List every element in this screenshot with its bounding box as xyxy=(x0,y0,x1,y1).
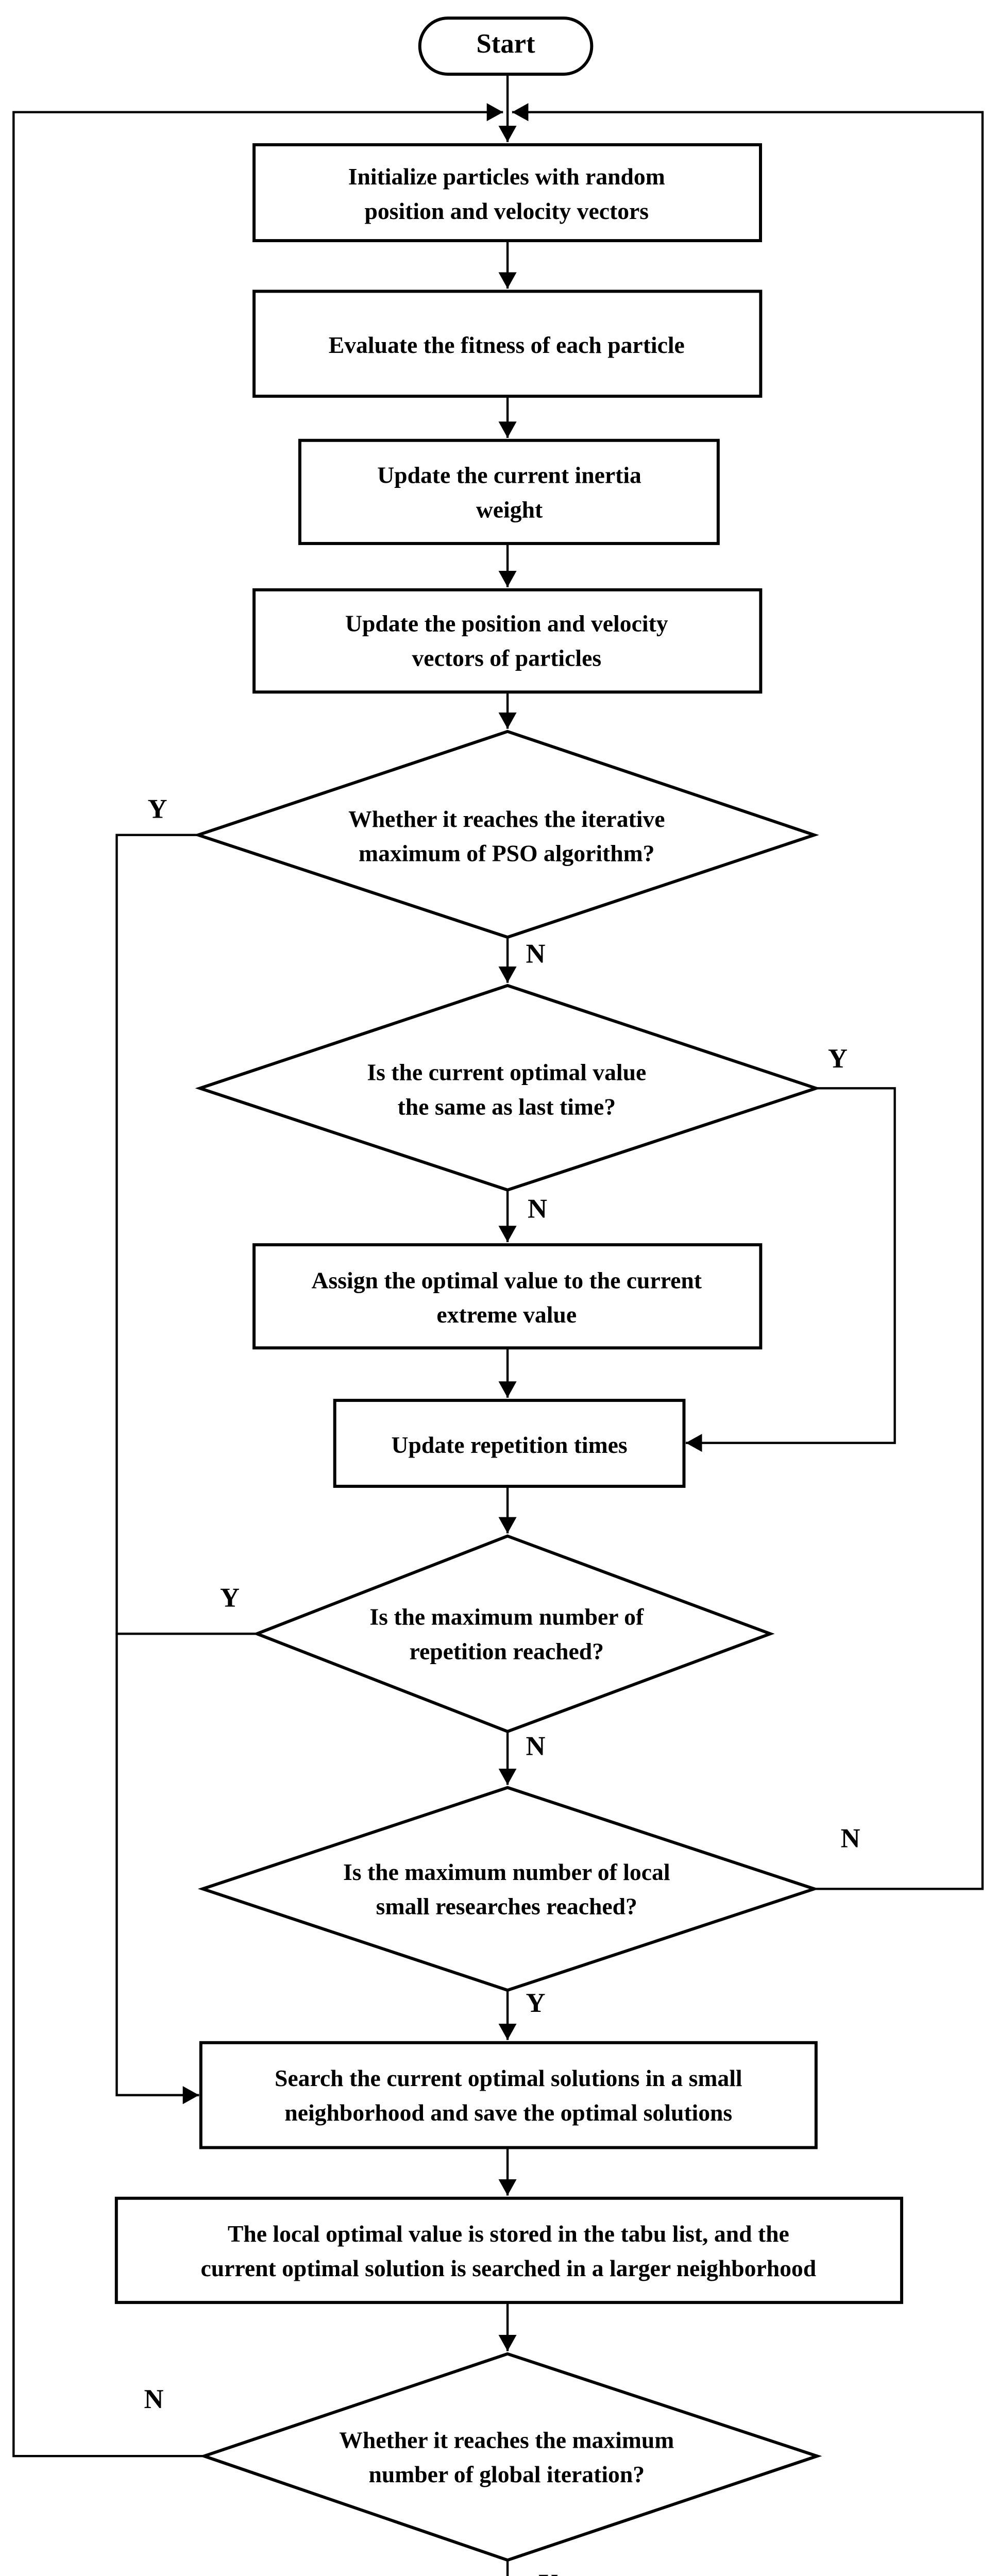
samevalue-label: Is the current optimal value the same as… xyxy=(367,1057,647,1120)
connector-maxlocal-no-top xyxy=(512,103,984,1890)
small-search-label: Search the current optimal solutions in … xyxy=(274,2064,742,2126)
maxrep-diamond xyxy=(252,1534,775,1733)
tabu-store-box xyxy=(114,2196,903,2304)
maxlocal-yes-label: Y xyxy=(526,1989,546,2019)
initialize-label: Initialize particles with random positio… xyxy=(348,162,665,224)
maxlocal-no-label: N xyxy=(840,1824,860,1854)
evaluate-label: Evaluate the fitness of each particle xyxy=(328,330,685,358)
connector-samevalue-yes-repetition xyxy=(685,1087,896,1452)
psomax-no-label: N xyxy=(526,940,546,969)
maxlocal-label: Is the maximum number of local small res… xyxy=(343,1858,670,1920)
maxrep-yes-label: Y xyxy=(219,1584,240,1613)
maxglobal-label: Whether it reaches the maximum number of… xyxy=(339,2425,674,2487)
maxglobal-no-label: N xyxy=(144,2385,164,2415)
start-terminal xyxy=(418,16,594,76)
connector-psomax-yes-smallsearch xyxy=(115,834,199,2105)
tabu-store-label: The local optimal value is stored in the… xyxy=(200,2219,817,2282)
assign-label: Assign the optimal value to the current … xyxy=(311,1265,702,1327)
maxrep-label: Is the maximum number of repetition reac… xyxy=(369,1603,644,1665)
maxglobal-yes-label: Y xyxy=(530,2567,566,2576)
update-vectors-box xyxy=(252,588,763,694)
samevalue-yes-label: Y xyxy=(827,1045,848,1074)
assign-box xyxy=(252,1243,763,1350)
samevalue-diamond xyxy=(195,984,821,1192)
connector-maxglobal-no-top xyxy=(12,103,503,2458)
maxglobal-diamond xyxy=(199,2352,822,2562)
initialize-box xyxy=(252,143,762,243)
maxrep-no-label: N xyxy=(526,1732,546,1761)
psomax-yes-label: Y xyxy=(147,795,167,824)
samevalue-no-label: N xyxy=(527,1195,548,1224)
update-vectors-label: Update the position and velocity vectors… xyxy=(345,609,668,671)
start-label: Start xyxy=(476,30,535,60)
psomax-diamond xyxy=(193,730,819,939)
psomax-label: Whether it reaches the iterative maximum… xyxy=(348,805,665,867)
small-search-box xyxy=(199,2041,818,2149)
inertia-label: Update the current inertia weight xyxy=(377,460,641,522)
repetition-label: Update repetition times xyxy=(391,1430,628,1458)
evaluate-box xyxy=(252,290,763,398)
maxlocal-diamond xyxy=(197,1786,819,1992)
repetition-box xyxy=(333,1399,686,1488)
inertia-box xyxy=(298,438,720,545)
